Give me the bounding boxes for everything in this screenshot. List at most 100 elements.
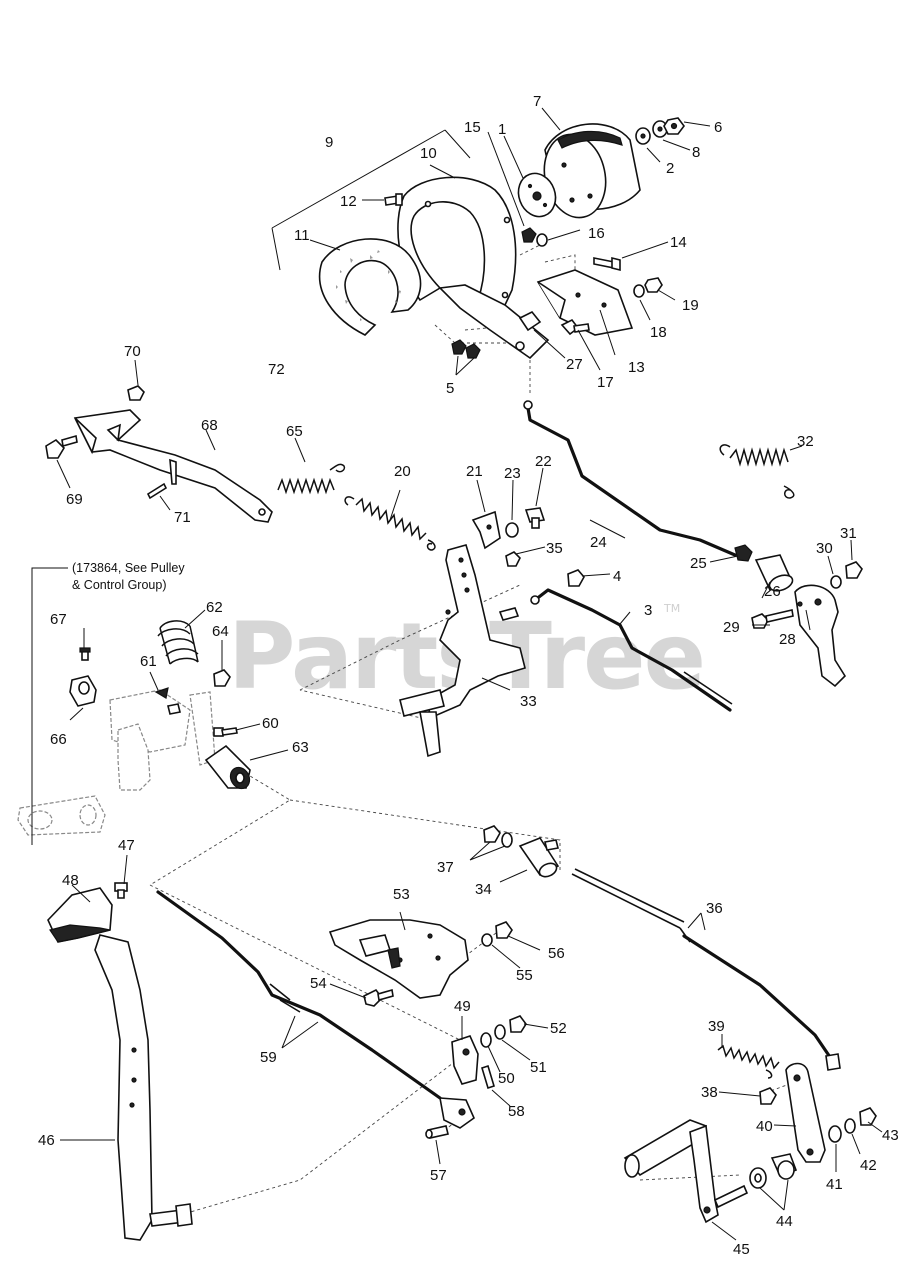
nut-31 — [845, 561, 863, 579]
control-arm-33 — [399, 544, 526, 758]
mounting-bracket — [536, 269, 634, 336]
lever-68 — [73, 409, 273, 523]
brake-rod-24 — [523, 400, 753, 562]
band-nut-and-washer — [521, 227, 548, 247]
nut-and-washer-37 — [483, 825, 513, 848]
bolt-69 — [45, 434, 78, 459]
washer-30 — [830, 575, 842, 589]
callout-71: 71 — [174, 509, 191, 526]
callout-26: 26 — [764, 583, 781, 600]
callout-21: 21 — [466, 463, 483, 480]
nut-4 — [567, 569, 585, 587]
callout-50: 50 — [498, 1070, 515, 1087]
callout-3: 3 — [644, 602, 652, 619]
washer-23 — [505, 522, 519, 538]
nut-52 — [509, 1015, 527, 1033]
callout-69: 69 — [66, 491, 83, 508]
callout-23: 23 — [504, 465, 521, 482]
pivot-sleeve-26 — [754, 554, 794, 592]
callout-11: 11 — [294, 227, 310, 244]
pedal-pad-48 — [47, 887, 113, 943]
drum-hub — [517, 172, 557, 218]
nuts-5 — [451, 339, 481, 359]
callout-14: 14 — [670, 234, 687, 251]
callout-28: 28 — [779, 631, 796, 648]
nut-43 — [859, 1107, 877, 1126]
callout-6: 6 — [714, 119, 722, 136]
washer-42 — [844, 1118, 856, 1134]
spring-20 — [344, 496, 436, 551]
callout-5: 5 — [446, 380, 454, 397]
callout-67: 67 — [50, 611, 67, 628]
cotter-58 — [481, 1064, 495, 1090]
plate-21 — [471, 510, 501, 550]
nut-64 — [213, 669, 231, 687]
sleeve-34 — [518, 837, 560, 878]
callout-70: 70 — [124, 343, 141, 360]
crank-45 — [623, 1119, 749, 1224]
group-note-leader — [31, 567, 68, 845]
axle-nut-and-washers — [635, 117, 685, 145]
callout-43: 43 — [882, 1127, 899, 1144]
callout-10: 10 — [420, 145, 437, 162]
square-nut-27 — [518, 310, 542, 332]
callout-13: 13 — [628, 359, 645, 376]
washer-51 — [494, 1024, 506, 1040]
callout-48: 48 — [62, 872, 79, 889]
callout-57: 57 — [430, 1167, 447, 1184]
group-note-line-1: (173864, See Pulley — [72, 561, 185, 575]
pedal-arm-46 — [94, 934, 193, 1241]
callout-9: 9 — [325, 134, 333, 151]
bolt-54 — [363, 988, 394, 1007]
callout-4: 4 — [613, 568, 621, 585]
callout-47: 47 — [118, 837, 135, 854]
pin-71 — [146, 482, 168, 500]
bolt-22 — [524, 507, 546, 529]
callout-8: 8 — [692, 144, 700, 161]
link-40 — [785, 1062, 826, 1163]
callout-46: 46 — [38, 1132, 55, 1149]
nut-70 — [127, 385, 145, 401]
callout-58: 58 — [508, 1103, 525, 1120]
callout-40: 40 — [756, 1118, 773, 1135]
spring-39 — [717, 1044, 780, 1079]
spring-32 — [719, 444, 795, 499]
callout-56: 56 — [548, 945, 565, 962]
callout-bracket-9 — [271, 129, 471, 271]
callout-33: 33 — [520, 693, 537, 710]
callout-15: 15 — [464, 119, 481, 136]
clip-61-pin — [167, 703, 181, 715]
callout-32: 32 — [797, 433, 814, 450]
callout-66: 66 — [50, 731, 67, 748]
callout-19: 19 — [682, 297, 699, 314]
callout-27: 27 — [566, 356, 583, 373]
callout-51: 51 — [530, 1059, 547, 1076]
callout-53: 53 — [393, 886, 410, 903]
callout-42: 42 — [860, 1157, 877, 1174]
callout-30: 30 — [816, 540, 833, 557]
callout-12: 12 — [340, 193, 357, 210]
callout-65: 65 — [286, 423, 303, 440]
bushings-44 — [749, 1153, 798, 1189]
callout-16: 16 — [588, 225, 605, 242]
callout-18: 18 — [650, 324, 667, 341]
callout-45: 45 — [733, 1241, 750, 1258]
washer-55 — [481, 933, 493, 947]
callout-72: 72 — [268, 361, 285, 378]
rod-59 — [156, 890, 442, 1100]
callout-17: 17 — [597, 374, 614, 391]
callout-20: 20 — [394, 463, 411, 480]
bolt-47 — [114, 882, 128, 899]
mounting-plate-53 — [328, 919, 469, 999]
callout-55: 55 — [516, 967, 533, 984]
clip-61 — [154, 687, 169, 699]
brake-band-lining — [318, 238, 422, 336]
callout-64: 64 — [212, 623, 229, 640]
callout-60: 60 — [262, 715, 279, 732]
callout-38: 38 — [701, 1084, 718, 1101]
watermark-trademark: TM — [663, 602, 680, 615]
callout-41: 41 — [826, 1176, 843, 1193]
clevis-57-end — [439, 1097, 475, 1129]
brake-drum — [543, 123, 641, 219]
